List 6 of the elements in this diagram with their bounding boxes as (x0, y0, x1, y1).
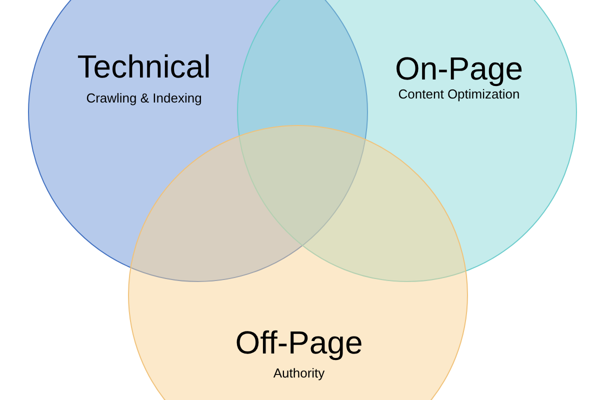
circle-title: On-Page (394, 50, 524, 88)
circle-subtitle: Authority (273, 366, 325, 380)
circle-title: Off-Page (235, 324, 363, 362)
circle-subtitle: Crawling & Indexing (86, 90, 202, 106)
circle-subtitle: Content Optimization (398, 86, 520, 102)
circle-title: Technical (77, 48, 211, 86)
